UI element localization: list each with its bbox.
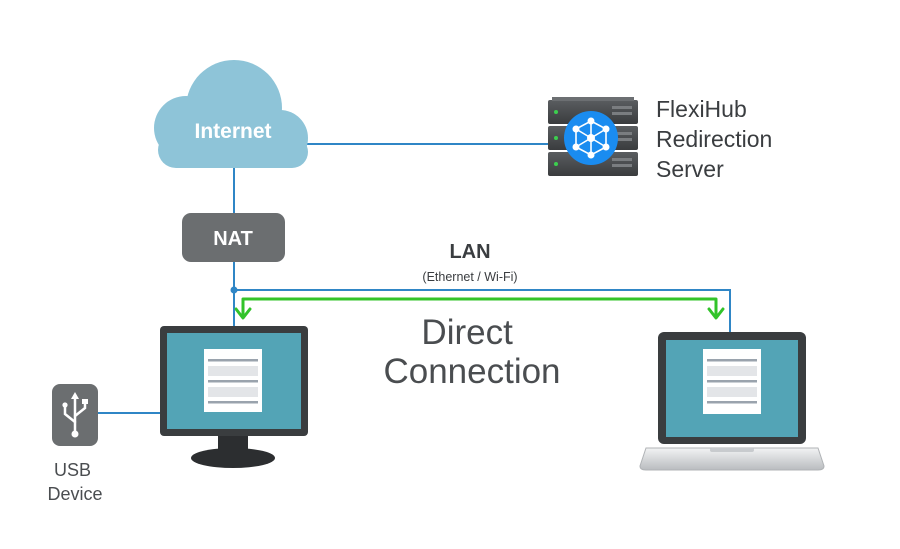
lan-junction-dot bbox=[230, 286, 238, 294]
lan-title: LAN bbox=[449, 241, 490, 263]
internet-cloud-icon bbox=[154, 60, 308, 168]
lan-subtitle: (Ethernet / Wi-Fi) bbox=[422, 270, 517, 284]
desktop-computer-icon bbox=[160, 326, 308, 468]
arrowhead-left bbox=[234, 307, 252, 320]
window-icon bbox=[204, 349, 262, 412]
lan-link bbox=[234, 289, 731, 333]
arrowhead-right bbox=[707, 307, 725, 320]
laptop-computer-icon bbox=[639, 332, 825, 471]
cloud-label: Internet bbox=[194, 120, 271, 143]
server-label-line-2: Redirection bbox=[656, 126, 772, 152]
usb-label-line-2: Device bbox=[47, 484, 102, 504]
nat-label: NAT bbox=[213, 228, 253, 250]
server-label-line-1: FlexiHub bbox=[656, 96, 747, 122]
window-icon bbox=[703, 349, 761, 414]
server-label: FlexiHub Redirection Server bbox=[656, 96, 779, 182]
nat-box bbox=[182, 213, 285, 262]
direct-label-line-1: Direct bbox=[421, 313, 513, 352]
usb-device-label: USB Device bbox=[47, 460, 102, 504]
usb-device-icon bbox=[52, 384, 98, 446]
direct-label-line-2: Connection bbox=[383, 352, 560, 391]
server-rack-icon bbox=[548, 97, 638, 176]
direct-connection-label: Direct Connection bbox=[383, 313, 560, 391]
usb-label-line-1: USB bbox=[54, 460, 91, 480]
server-label-line-3: Server bbox=[656, 156, 724, 182]
connection-lines bbox=[98, 143, 731, 414]
direct-connection-arrow bbox=[234, 297, 725, 320]
